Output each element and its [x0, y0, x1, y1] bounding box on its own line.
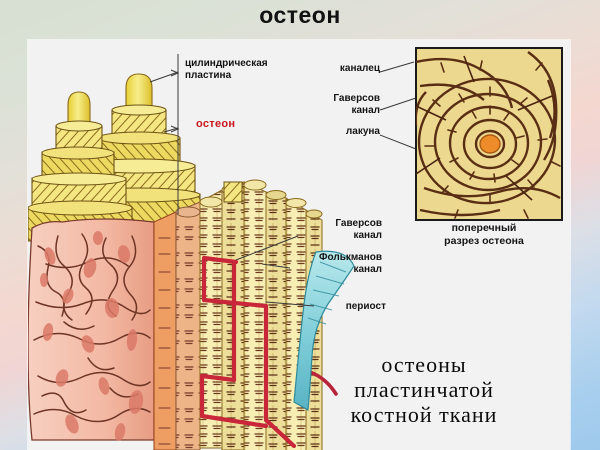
label-periosteum: периост [345, 301, 386, 312]
periosteal-vessel [308, 370, 338, 396]
lamella-cylinders-group [28, 73, 201, 242]
label-haversian-canal-top: Гаверсов канал [333, 93, 380, 116]
figure-panel: цилиндрическая пластина остеон каналец Г… [28, 40, 570, 450]
leader-lines [149, 54, 417, 307]
label-cylindrical-plate: цилиндрическая пластина [185, 58, 268, 81]
label-volkmann-canal: Фолькманов канал [318, 252, 382, 275]
label-osteon: остеон [196, 118, 236, 130]
periosteum-flap [293, 250, 355, 411]
blood-vessels [199, 255, 297, 449]
page-title: остеон [259, 2, 341, 28]
label-haversian-canal-mid: Гаверсов канал [335, 218, 382, 241]
inset-caption: поперечный разрез остеона [444, 222, 524, 247]
label-lacuna: лакуна [345, 126, 380, 137]
figure-bottom-caption: остеоны пластинчатой костной ткани [350, 352, 498, 427]
label-canaliculus: каналец [339, 63, 380, 74]
osteon-illustration [28, 47, 563, 450]
cross-section-inset [415, 47, 563, 221]
spongy-bone-block [28, 218, 155, 441]
